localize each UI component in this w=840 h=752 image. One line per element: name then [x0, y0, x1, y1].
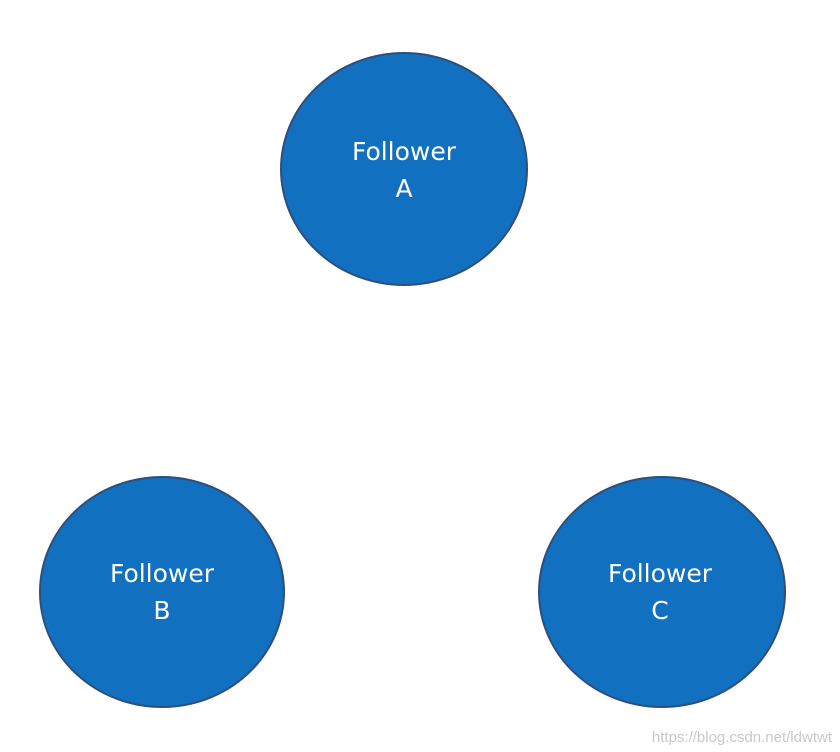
- node-circle: [280, 52, 528, 286]
- node-label-line1: Follower: [110, 559, 215, 588]
- node-circle: [538, 476, 786, 708]
- node-follower-c: Follower C: [538, 476, 786, 708]
- node-circle: [39, 476, 285, 708]
- node-follower-a: Follower A: [280, 52, 528, 286]
- node-label-line2: C: [651, 596, 668, 625]
- node-label-line2: B: [153, 596, 170, 625]
- node-label-line1: Follower: [352, 137, 457, 166]
- node-follower-b: Follower B: [39, 476, 285, 708]
- node-label-line2: A: [395, 174, 412, 203]
- node-label-line1: Follower: [608, 559, 713, 588]
- watermark-text: https://blog.csdn.net/ldwtwt: [651, 729, 832, 746]
